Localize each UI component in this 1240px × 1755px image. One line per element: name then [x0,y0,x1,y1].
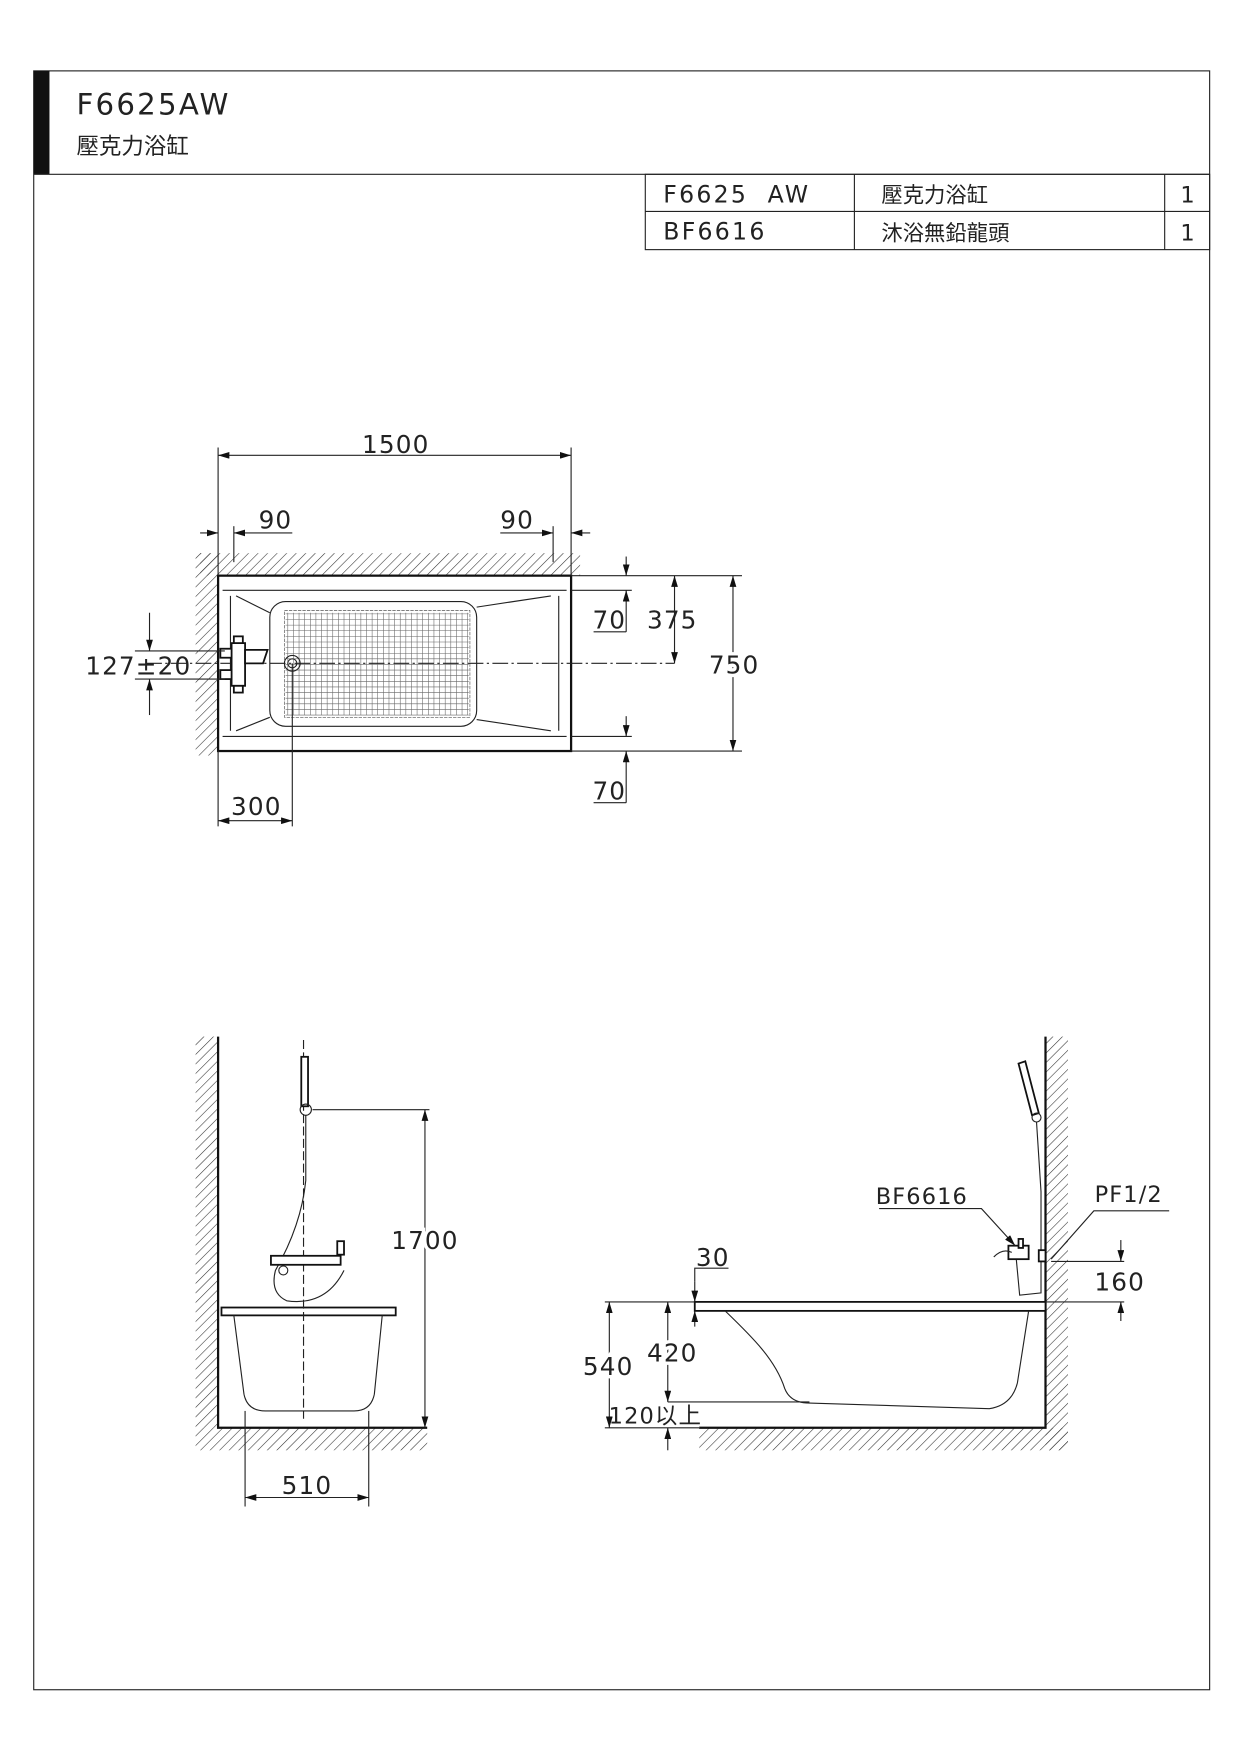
plan-view: 1500 90 90 70 375 750 70 300 127±20 [85,430,762,827]
dim-bottom-width: 510 [282,1471,333,1500]
title-bar-accent [33,70,50,175]
dim-rim-top: 70 [592,605,626,634]
hand-shower-icon [1017,1060,1040,1117]
product-name: 壓克力浴缸 [76,134,188,160]
faucet-label: BF6616 [876,1184,968,1210]
part-qty: 1 [1180,182,1194,208]
dim-length: 1500 [362,430,429,459]
dim-center-offset: 375 [647,605,698,634]
dim-width: 750 [709,650,760,679]
part-code: BF6616 [663,218,766,246]
dim-faucet-height: 160 [1094,1268,1145,1297]
dim-floor-clearance: 120以上 [609,1403,702,1429]
shower-hose [1015,1121,1042,1296]
dim-right-gap: 90 [500,505,534,534]
floor-hatch [195,1427,428,1451]
pipe-label: PF1/2 [1095,1182,1163,1208]
tub-body [724,1310,1030,1410]
part-name: 壓克力浴缸 [881,183,988,208]
dim-shower-height: 1700 [391,1226,458,1255]
dim-rim-thickness: 30 [696,1243,730,1272]
wall-hatch [1045,1036,1068,1451]
part-code: F6625 AW [663,180,810,208]
tub-rim [220,1306,397,1317]
parts-table: F6625 AW 壓克力浴缸 1 BF6616 沐浴無鉛龍頭 1 [644,173,1211,251]
tub-body [233,1315,383,1412]
wall-hatch [195,1036,219,1428]
end-view: 1700 510 [195,1036,461,1507]
dim-total-height: 540 [583,1352,634,1381]
side-view: BF6616 PF1/2 160 540 420 120以上 30 [580,1036,1170,1451]
wall-hatch [200,553,581,576]
dim-faucet-offset: 127±20 [85,652,191,681]
floor-hatch [699,1427,1068,1451]
dim-rim-bottom: 70 [592,776,626,805]
wall-hatch [195,553,219,756]
part-qty: 1 [1180,221,1194,247]
dim-drain-offset: 300 [231,792,282,821]
model-number: F6625AW [76,88,230,122]
dim-inner-depth: 420 [647,1338,698,1367]
mixer-icon [270,1254,342,1266]
shower-hose [273,1115,345,1303]
faucet-icon [219,635,269,694]
tub-rim [693,1300,1047,1312]
part-name: 沐浴無鉛龍頭 [881,222,1009,247]
sheet-border [33,70,1211,1691]
faucet-icon [993,1238,1047,1263]
hand-shower-icon [300,1055,309,1108]
dim-left-gap: 90 [259,505,293,534]
